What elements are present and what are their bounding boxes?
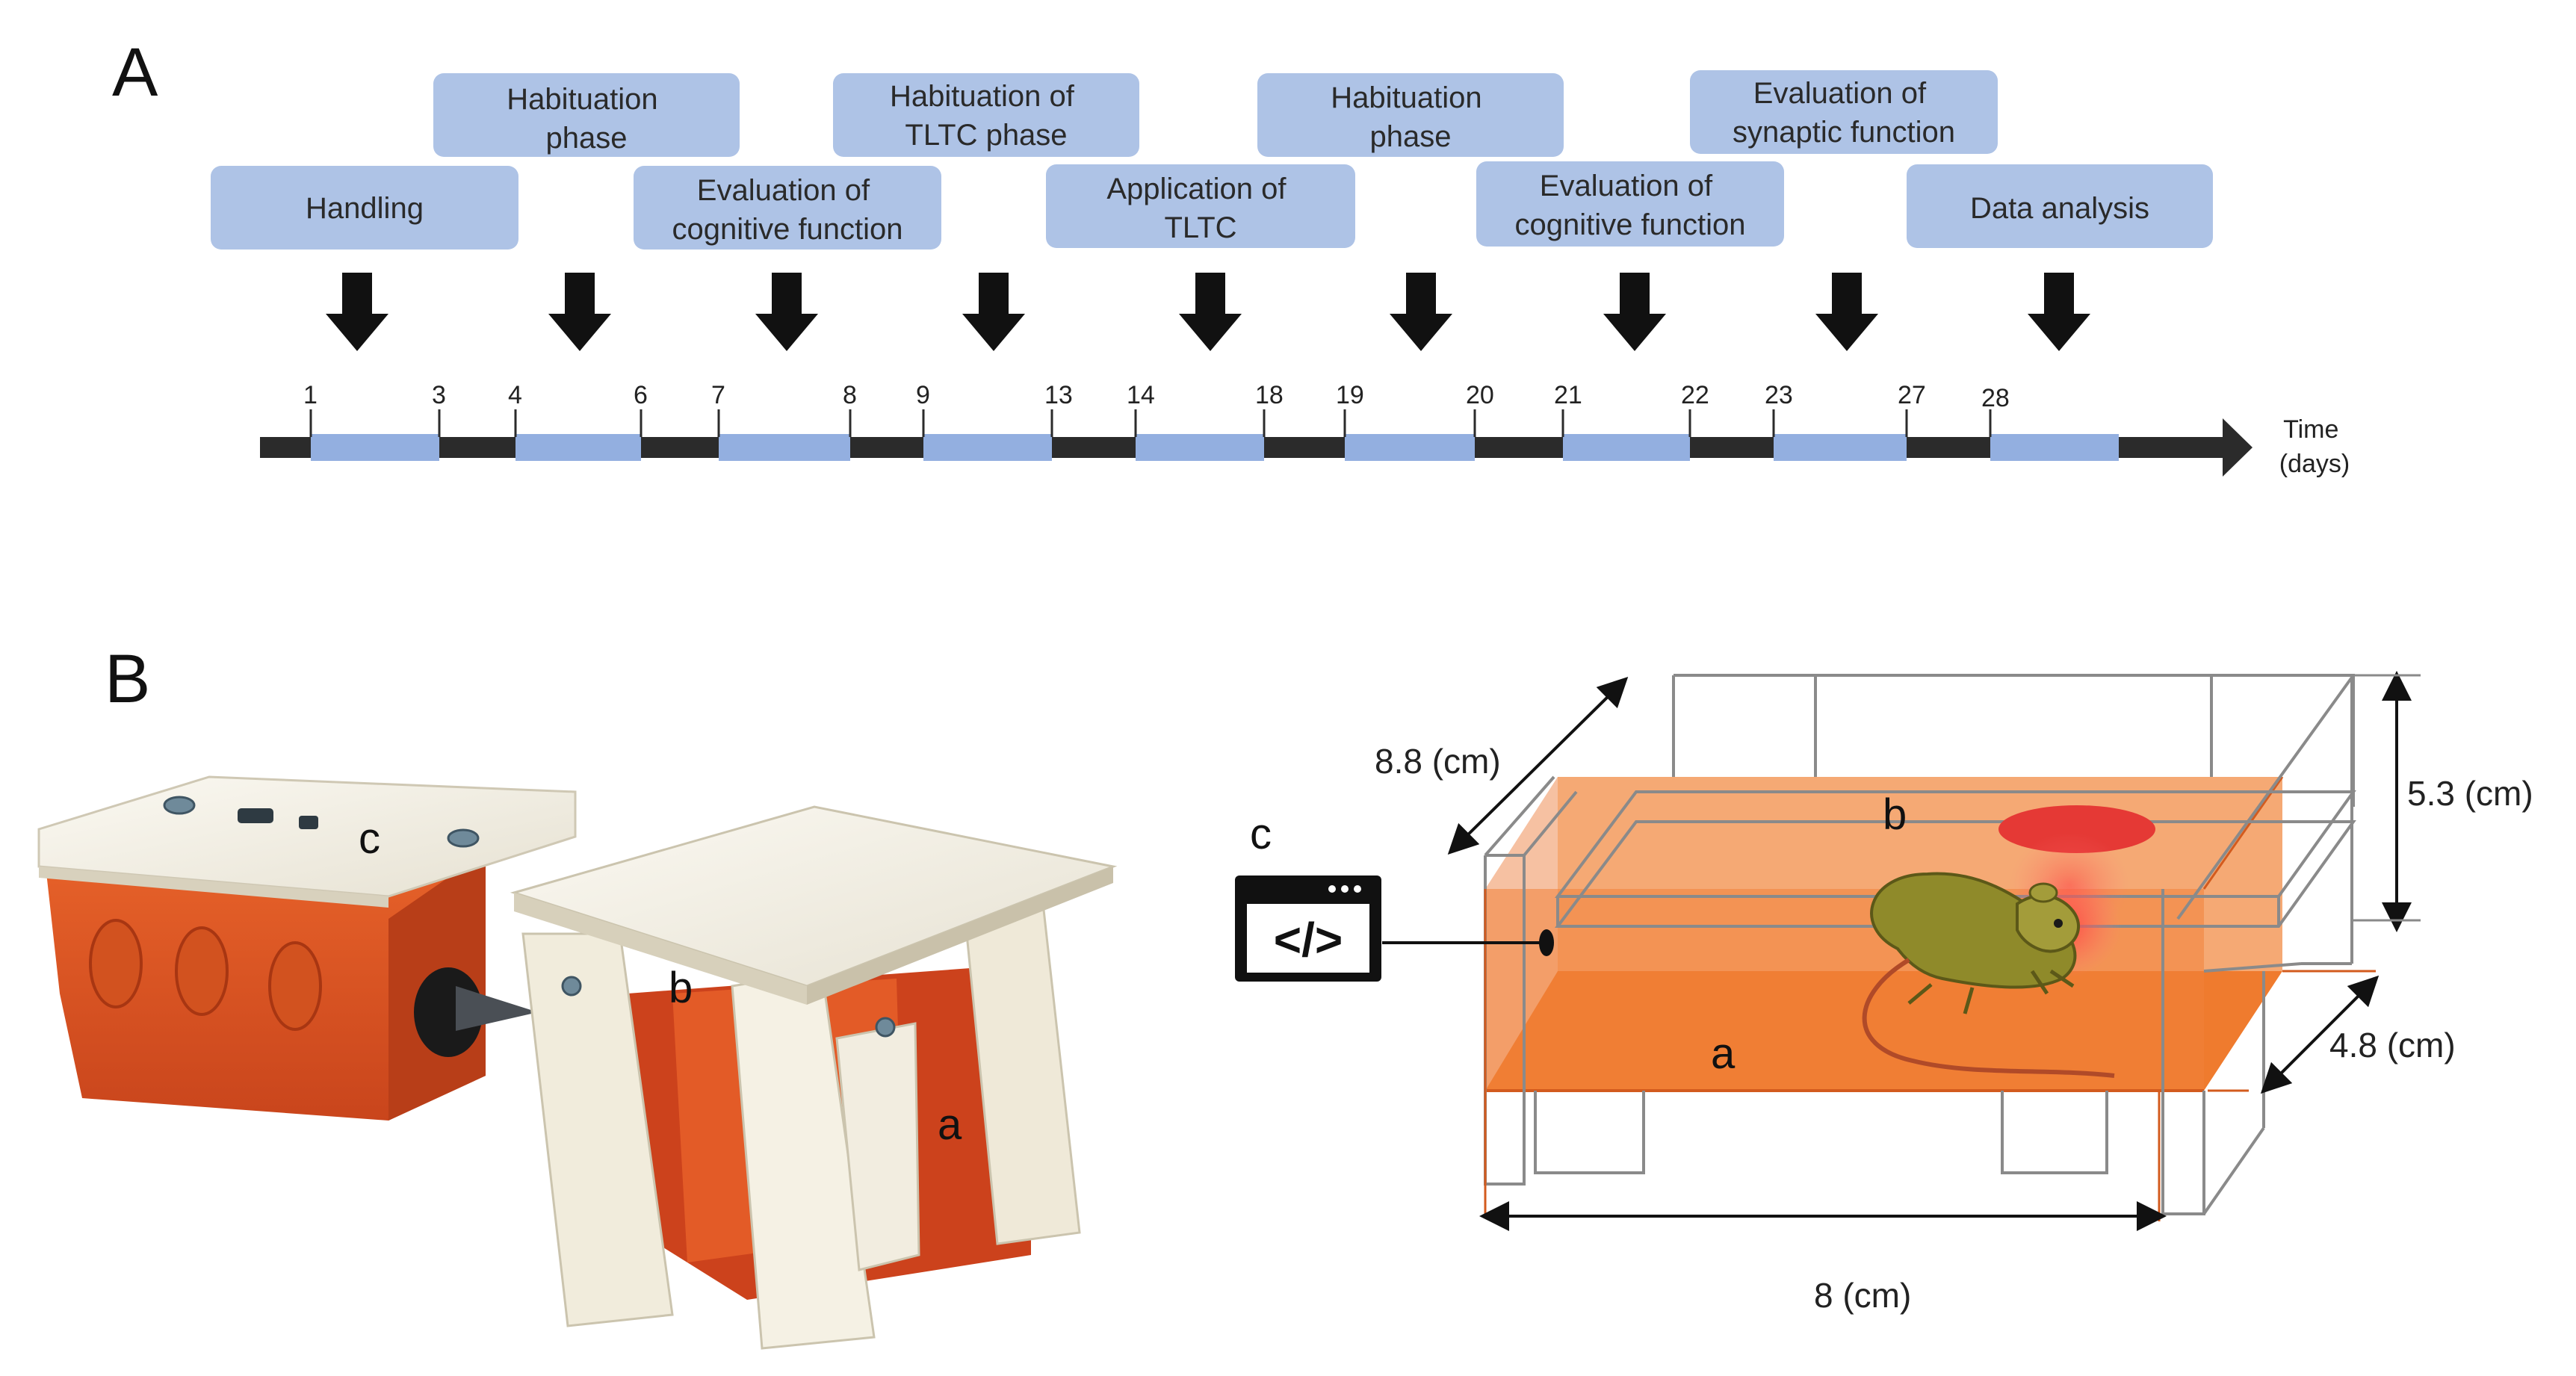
- code-window-icon: </>: [1235, 876, 1381, 982]
- width-arrow: [2260, 975, 2380, 1094]
- svg-text:Data analysis: Data analysis: [1970, 192, 2149, 225]
- svg-text:Handling: Handling: [306, 192, 424, 225]
- phase-text-line: Application of: [1106, 173, 1287, 205]
- phase-text-line: Data analysis: [1970, 192, 2149, 225]
- svg-text:Evaluation of cognitive: Evaluation of cognitive function: [1514, 170, 1745, 241]
- phase-box: Evaluation of synaptic function: [1690, 70, 1998, 154]
- tick-label: 6: [634, 381, 648, 409]
- down-arrow-icon: [1815, 273, 1878, 351]
- phase-text-line: Handling: [306, 192, 424, 225]
- phase-text-line: phase: [1370, 120, 1452, 153]
- svg-text:Evaluation of synaptic f: Evaluation of synaptic function: [1733, 77, 1955, 149]
- phase-text-line: Evaluation of: [697, 174, 870, 207]
- phase-text-line: TLTC: [1164, 211, 1236, 244]
- time-axis-label-line: (days): [2279, 450, 2350, 478]
- diagram-label-a: a: [1711, 1029, 1736, 1078]
- svg-text:Habituation phase: Habituation phase: [1331, 81, 1490, 153]
- tick-label: 3: [432, 381, 446, 409]
- phase-box: Evaluation of cognitive function: [634, 166, 941, 250]
- tick-label: 13: [1044, 381, 1073, 409]
- tick-label: 20: [1466, 381, 1494, 409]
- down-arrow-icon: [962, 273, 1025, 351]
- dimension-length: 8 (cm): [1814, 1276, 1911, 1315]
- down-arrow-icon: [548, 273, 611, 351]
- tick-label: 22: [1681, 381, 1709, 409]
- dimension-height: 5.3 (cm): [2407, 774, 2533, 813]
- tick-label: 1: [303, 381, 318, 409]
- phase-text-line: TLTC phase: [905, 119, 1067, 152]
- tick-label: 18: [1255, 381, 1284, 409]
- down-arrow-icon: [1390, 273, 1452, 351]
- depth-arrow: [1447, 676, 1629, 855]
- tick-label: 19: [1336, 381, 1364, 409]
- phase-box: Evaluation of cognitive function: [1476, 161, 1784, 247]
- timeline-arrowhead-icon: [2223, 418, 2253, 477]
- down-arrow-icon: [755, 273, 818, 351]
- tick-label: 9: [916, 381, 930, 409]
- tick-label: 8: [843, 381, 857, 409]
- device-photo: c b a: [37, 775, 1118, 1350]
- timeline-phase-bars: [311, 434, 2119, 461]
- svg-text:Habituation of TLTC phas: Habituation of TLTC phase: [890, 80, 1083, 152]
- phase-text-line: cognitive function: [672, 213, 902, 246]
- time-axis-label-line: Time: [2283, 415, 2338, 444]
- phase-box: Handling: [211, 166, 518, 250]
- down-arrow-icon: [1179, 273, 1242, 351]
- tick-label: 14: [1127, 381, 1155, 409]
- tick-label: 27: [1898, 381, 1926, 409]
- dimension-width: 4.8 (cm): [2329, 1026, 2456, 1064]
- time-axis-label: Time (days): [2279, 415, 2350, 478]
- phase-box: Habituation phase: [433, 73, 740, 157]
- phase-box: Application of TLTC: [1046, 164, 1355, 248]
- svg-text:Application of TLTC: Application of TLTC: [1106, 173, 1294, 244]
- tick-label: 4: [508, 381, 522, 409]
- down-arrow-icon: [2028, 273, 2090, 351]
- code-icon-glyph: </>: [1274, 913, 1343, 967]
- phase-box: Habituation phase: [1257, 73, 1564, 157]
- photo-label-a: a: [938, 1100, 962, 1149]
- phase-text-line: Habituation of: [890, 80, 1075, 113]
- dimension-depth: 8.8 (cm): [1375, 742, 1501, 781]
- phase-text-line: Habituation: [507, 83, 657, 116]
- panel-b-label: B: [105, 641, 150, 717]
- timeline: 1 3 4 6 7 8 9 13 14 18 19 20 21 22 23 27…: [260, 381, 2350, 478]
- tick-label: 7: [711, 381, 725, 409]
- tick-labels: 1 3 4 6 7 8 9 13 14 18 19 20 21 22 23 27…: [303, 381, 2010, 412]
- photo-label-b: b: [669, 964, 693, 1012]
- phase-text-line: Evaluation of: [1540, 170, 1713, 202]
- panel-a-label: A: [112, 34, 158, 111]
- tick-marks: [309, 409, 1992, 437]
- mouse-illustration: [1862, 872, 2115, 1078]
- device-schematic: </> 8.8 (cm) 5.3 (cm) 4.8 (cm) 8 (cm) c …: [1235, 671, 2533, 1315]
- down-arrow-icon: [1603, 273, 1666, 351]
- diagram-label-b: b: [1883, 790, 1907, 839]
- phase-text-line: phase: [546, 122, 628, 155]
- tick-label: 28: [1981, 384, 2010, 412]
- phase-box: Data analysis: [1907, 164, 2213, 248]
- phase-text-line: cognitive function: [1514, 208, 1745, 241]
- phase-text-line: Habituation: [1331, 81, 1481, 114]
- phase-text-line: Evaluation of: [1753, 77, 1927, 110]
- down-arrows: [326, 273, 2090, 351]
- down-arrow-icon: [326, 273, 388, 351]
- tick-label: 21: [1554, 381, 1582, 409]
- svg-text:Habituation phase: Habituation phase: [507, 83, 666, 155]
- photo-label-c: c: [359, 814, 380, 863]
- tick-label: 23: [1765, 381, 1793, 409]
- phase-box: Habituation of TLTC phase: [833, 73, 1139, 157]
- phase-text-line: synaptic function: [1733, 116, 1955, 149]
- diagram-label-c: c: [1250, 810, 1272, 858]
- svg-text:Evaluation of cognitive: Evaluation of cognitive function: [672, 174, 902, 246]
